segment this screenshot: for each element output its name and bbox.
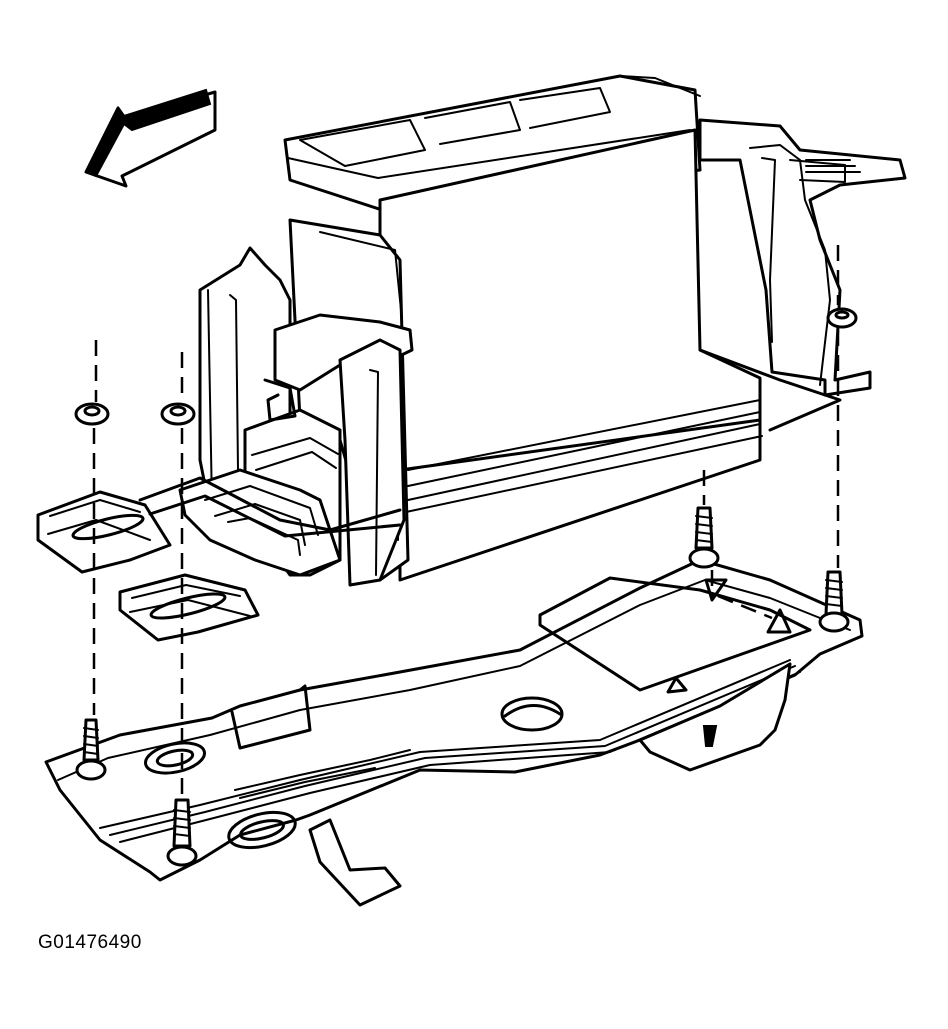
connector-assembly [138, 246, 414, 587]
control-module [283, 74, 907, 582]
mounting-base-plate [44, 558, 864, 907]
nut-right [826, 307, 858, 329]
bolt-icon [75, 718, 107, 781]
left-mounting-bracket [36, 490, 260, 642]
bolt-icon-right [818, 570, 850, 633]
nut-left-outer [74, 402, 110, 426]
screw-icon [702, 725, 718, 747]
alignment-lines [92, 245, 840, 795]
bolt-icon-rear [688, 506, 720, 569]
bolt-icon-front [166, 798, 198, 867]
nut-left-inner [160, 402, 196, 426]
figure-id-label: G01476490 [38, 932, 142, 953]
front-arrow-icon [84, 88, 217, 188]
